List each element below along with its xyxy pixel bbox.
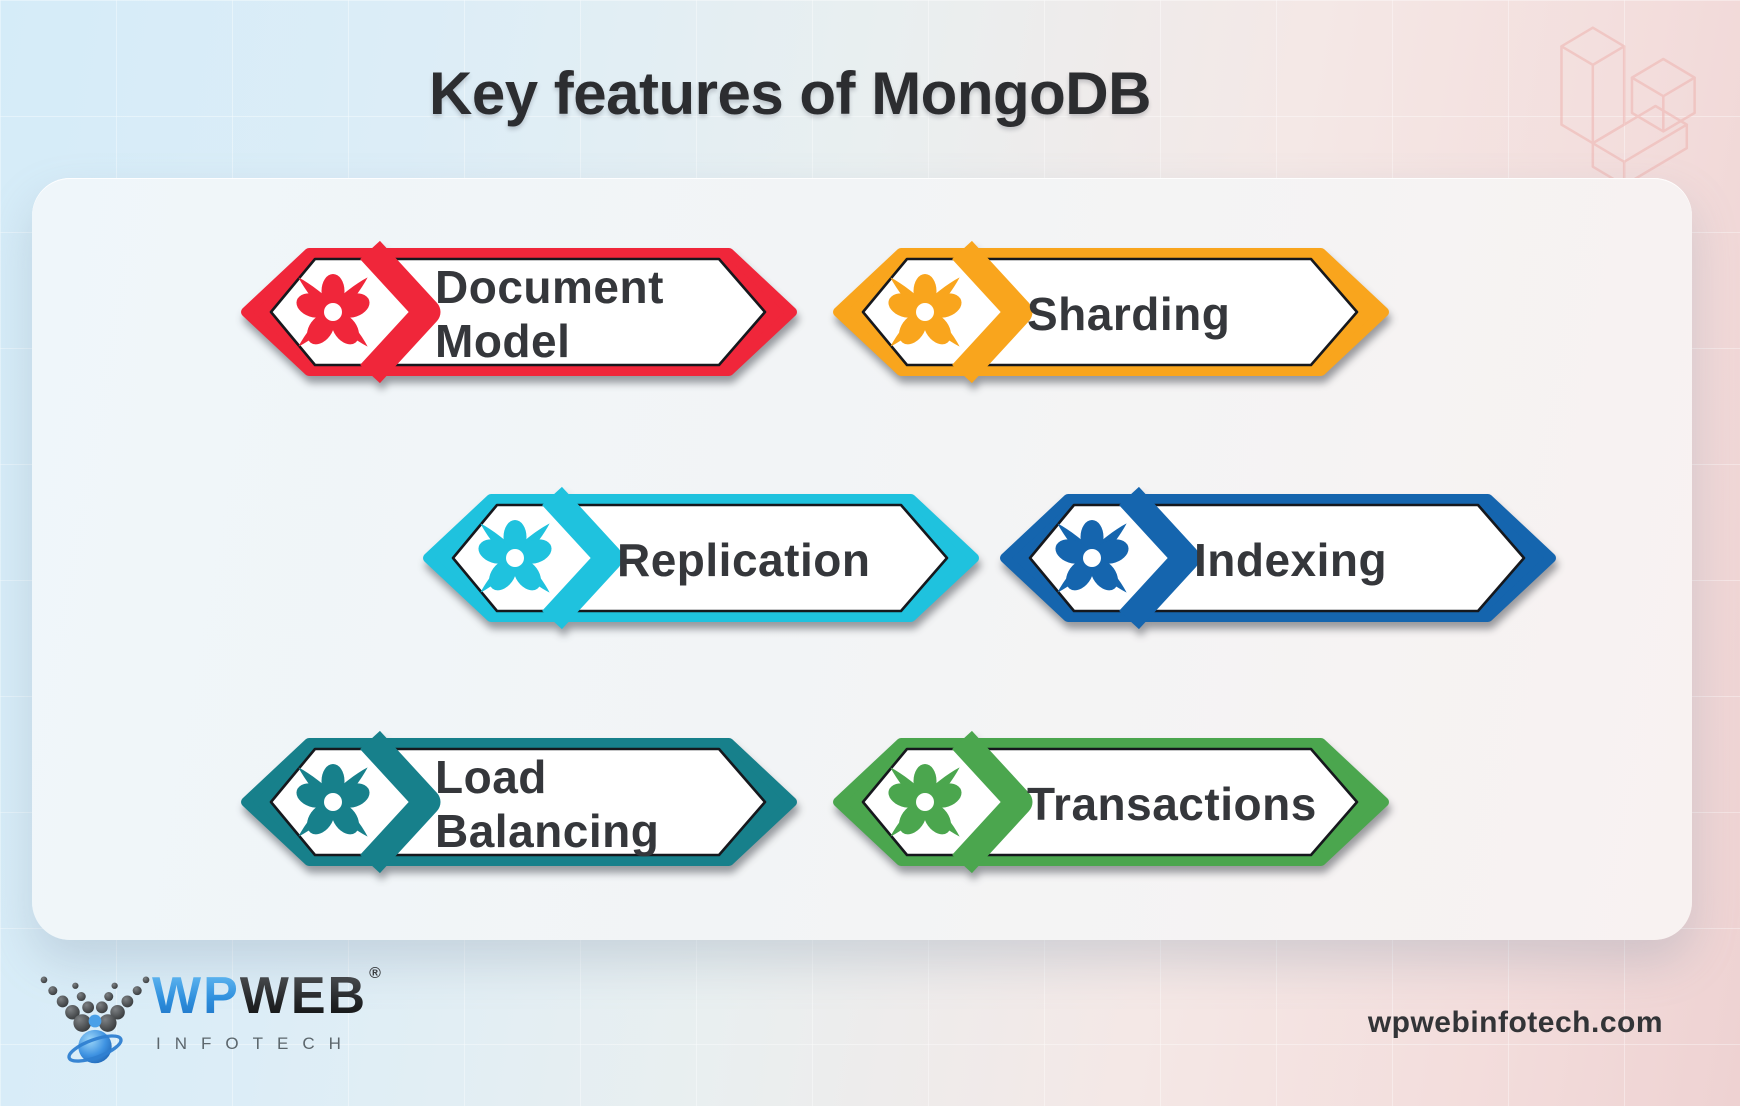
feature-banner-indexing: Indexing: [1000, 486, 1556, 630]
laravel-watermark-icon: [1560, 26, 1696, 187]
banner-hexagon: [241, 240, 797, 384]
brand-wordmark: WPWEB®: [152, 966, 381, 1025]
flower-icon: [296, 764, 370, 837]
page-title: Key features of MongoDB: [429, 60, 1151, 127]
banner-label: Replication: [617, 533, 871, 586]
chevron-icon: [952, 730, 1033, 874]
banner-hexagon: [1000, 486, 1556, 630]
flower-icon: [1055, 520, 1129, 593]
chevron-icon: [952, 240, 1033, 384]
wpweb-logo-mark-icon: [40, 976, 150, 1064]
banner-hexagon: [423, 486, 979, 630]
chevron-icon: [360, 240, 441, 384]
flower-icon: [478, 520, 552, 593]
banner-hexagon: [833, 240, 1389, 384]
chevron-icon: [360, 730, 441, 874]
feature-banner-transactions: Transactions: [833, 730, 1389, 874]
title-row: Key features of MongoDB: [0, 60, 1580, 127]
banner-label: Indexing: [1194, 533, 1388, 586]
brand-web-text: WEB: [239, 967, 368, 1025]
flower-icon: [888, 274, 962, 347]
feature-banner-sharding: Sharding: [833, 240, 1389, 384]
flower-icon: [296, 274, 370, 347]
brand-tagline: INFOTECH: [156, 1034, 355, 1053]
banner-hexagon: [241, 730, 797, 874]
feature-banner-replication: Replication: [423, 486, 979, 630]
website-url: wpwebinfotech.com: [1367, 1006, 1663, 1039]
banner-label: Sharding: [1027, 287, 1231, 340]
flower-icon: [888, 764, 962, 837]
banner-label: Transactions: [1027, 777, 1317, 830]
banner-hexagon: [833, 730, 1389, 874]
chevron-icon: [1119, 486, 1200, 630]
chevron-icon: [542, 486, 623, 630]
registered-mark: ®: [369, 965, 383, 982]
brand-wp-text: WP: [152, 967, 240, 1025]
